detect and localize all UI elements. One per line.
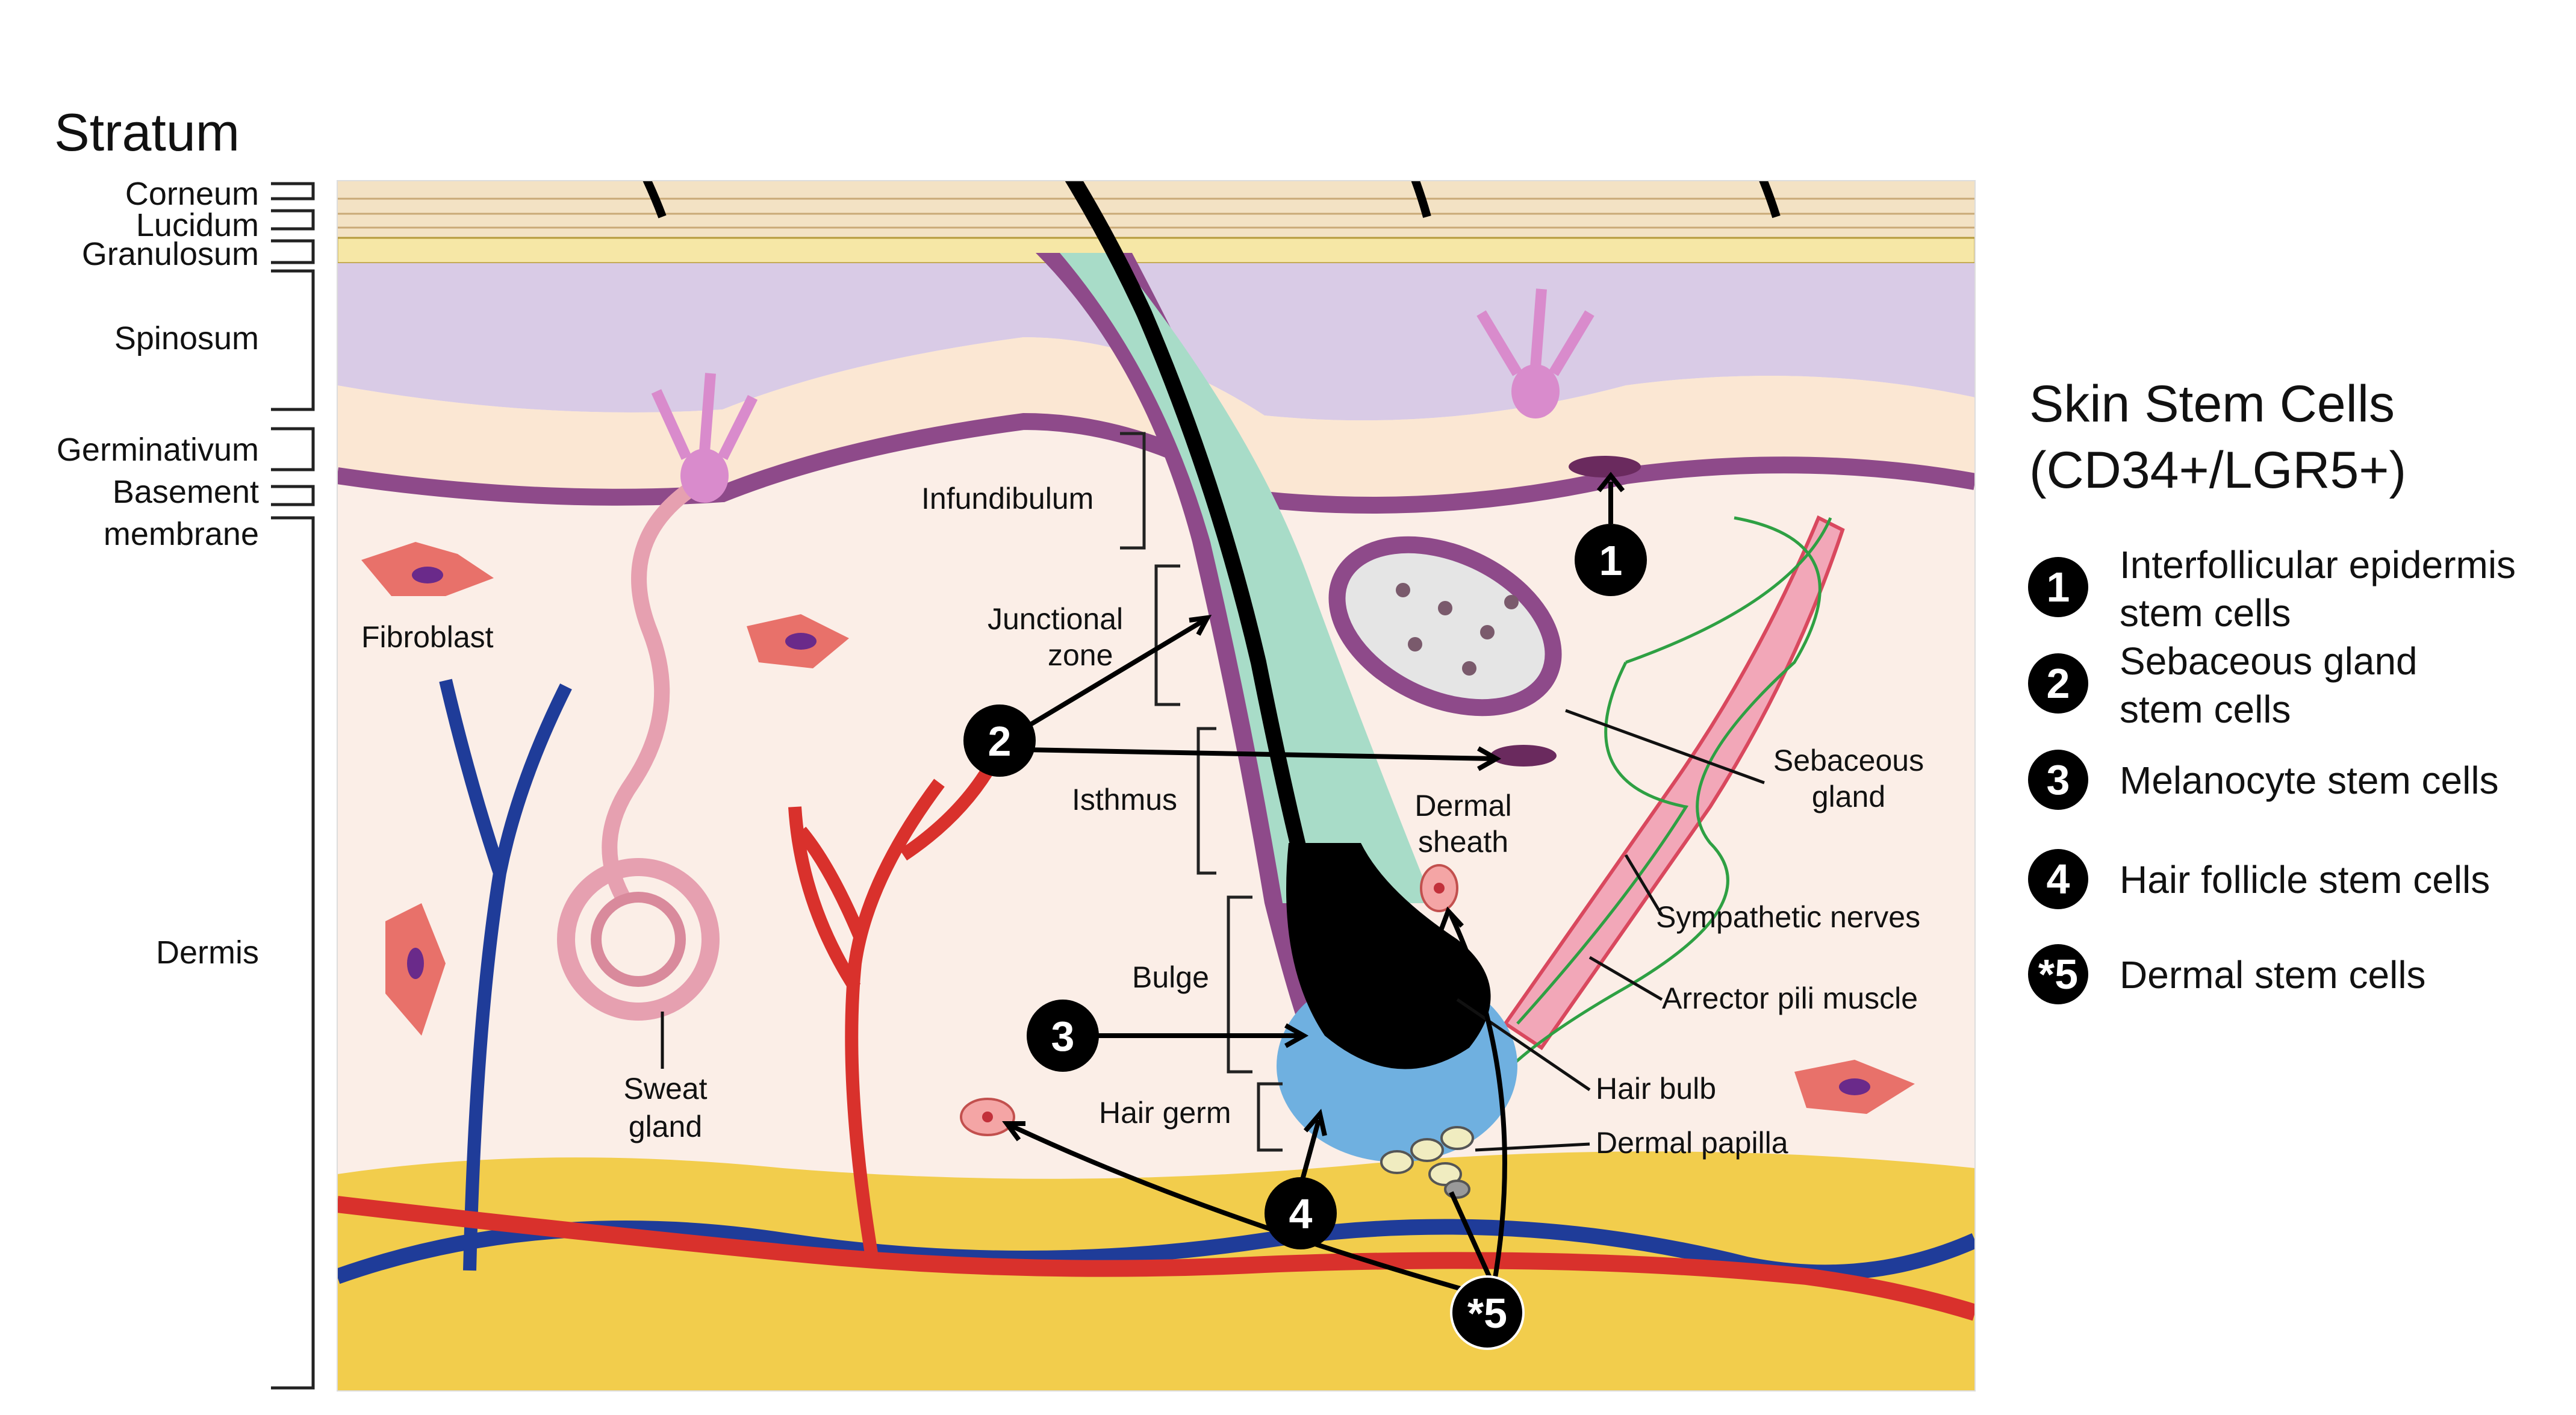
layer-label-germinativum: Germinativum: [57, 432, 259, 468]
melanocyte-left: [651, 373, 758, 503]
svg-text:*5: *5: [2038, 951, 2078, 998]
label-arrector-pili: Arrector pili muscle: [1662, 981, 1918, 1015]
sympathetic-nerve: [1504, 516, 1822, 1073]
legend: Skin Stem Cells (CD34+/LGR5+) 1 Interfol…: [2028, 375, 2516, 1004]
label-junctional-zone-1: Junctional: [988, 602, 1123, 636]
badge-5: *5: [1450, 1275, 1525, 1350]
sweat-gland-duct: [602, 481, 697, 907]
svg-text:1: 1: [2047, 564, 2070, 611]
layer-label-granulosum: Granulosum: [82, 236, 259, 272]
bracket-junctional-zone: [1154, 564, 1180, 706]
legend-title-line2: (CD34+/LGR5+): [2029, 441, 2406, 499]
svg-text:Melanocyte stem cells: Melanocyte stem cells: [2120, 759, 2499, 802]
svg-text:3: 3: [2047, 756, 2070, 803]
svg-text:4: 4: [1289, 1190, 1313, 1237]
artery-vessel: [337, 1196, 1975, 1321]
badge-2: 2: [963, 704, 1036, 777]
svg-text:2: 2: [2047, 660, 2070, 707]
sebaceous-gland: [1328, 536, 1562, 717]
svg-text:4: 4: [2047, 856, 2070, 903]
legend-item-2: 2 Sebaceous gland stem cells: [2028, 639, 2418, 731]
stratum-granulosum-band: [337, 237, 1975, 264]
label-dermal-papilla: Dermal papilla: [1596, 1126, 1788, 1160]
dermal-papilla-cells: [1380, 1126, 1474, 1199]
pointer-arrows: [1002, 471, 1625, 1297]
label-sebaceous-gland-1: Sebaceous: [1773, 744, 1924, 777]
legend-item-5: *5 Dermal stem cells: [2028, 944, 2426, 1004]
svg-text:*5: *5: [1467, 1290, 1507, 1337]
svg-text:Dermal stem cells: Dermal stem cells: [2120, 953, 2426, 997]
melanocyte-right: [1476, 288, 1594, 418]
label-hair-germ: Hair germ: [1099, 1096, 1231, 1130]
svg-text:2: 2: [988, 718, 1012, 765]
layer-label-spinosum: Spinosum: [114, 320, 259, 356]
svg-text:Hair follicle stem cells: Hair follicle stem cells: [2120, 858, 2490, 901]
sebaceous-stem-cell: [1490, 745, 1557, 767]
label-sympathetic-nerves: Sympathetic nerves: [1656, 900, 1920, 934]
label-dermal-sheath-2: sheath: [1418, 825, 1508, 859]
svg-text:Sebaceous gland: Sebaceous gland: [2120, 639, 2418, 683]
svg-text:stem cells: stem cells: [2120, 688, 2291, 731]
bracket-infundibulum: [1120, 432, 1146, 550]
legend-title-line1: Skin Stem Cells: [2029, 375, 2395, 433]
label-infundibulum: Infundibulum: [921, 482, 1094, 515]
label-junctional-zone-2: zone: [1048, 638, 1113, 672]
stratum-corneum-band: [337, 181, 1975, 238]
follicle-hair-shaft: [1065, 181, 1321, 906]
vein-branch: [439, 679, 572, 1271]
stratum-header: Stratum: [54, 102, 240, 162]
legend-item-3: 3 Melanocyte stem cells: [2028, 750, 2499, 810]
hair-shaft-left: [642, 181, 667, 219]
layer-label-lucidum: Lucidum: [136, 207, 259, 243]
hair-bulb: [1286, 843, 1491, 1069]
badge-4: 4: [1265, 1177, 1337, 1249]
svg-text:Interfollicular epidermis: Interfollicular epidermis: [2120, 543, 2516, 586]
label-hair-bulb: Hair bulb: [1596, 1072, 1716, 1106]
layer-label-corneum: Corneum: [125, 176, 259, 212]
svg-text:3: 3: [1051, 1013, 1075, 1060]
layer-label-basement-1: Basement: [113, 474, 259, 510]
artery-branch: [788, 767, 994, 1266]
svg-text:stem cells: stem cells: [2120, 591, 2291, 635]
label-bulge: Bulge: [1132, 960, 1209, 994]
badge-1: 1: [1575, 524, 1647, 596]
label-isthmus: Isthmus: [1072, 783, 1177, 816]
label-sweat-gland-1: Sweat: [624, 1072, 708, 1106]
layer-label-dermis: Dermis: [156, 935, 259, 971]
label-dermal-sheath-1: Dermal: [1414, 789, 1511, 823]
legend-item-1: 1 Interfollicular epidermis stem cells: [2028, 543, 2516, 635]
label-fibroblast: Fibroblast: [361, 620, 494, 654]
svg-text:1: 1: [1599, 537, 1623, 584]
arrector-pili-muscle: [1502, 515, 1845, 1051]
interfollicular-stem-cell: [1569, 456, 1641, 477]
bracket-bulge: [1227, 895, 1252, 1074]
label-sebaceous-gland-2: gland: [1812, 780, 1885, 813]
label-sweat-gland-2: gland: [629, 1110, 702, 1143]
bracket-hair-germ: [1257, 1082, 1283, 1152]
hair-shaft-right: [1758, 181, 1781, 219]
bracket-isthmus: [1196, 727, 1216, 875]
layer-brackets: [271, 182, 315, 1390]
layer-label-basement-2: membrane: [104, 516, 259, 552]
badge-3: 3: [1027, 1000, 1099, 1072]
hair-shaft-mid: [1411, 181, 1431, 218]
sweat-gland-coil: [557, 858, 720, 1021]
outer-root-sheath: [1060, 253, 1433, 903]
basement-membrane: [337, 412, 1975, 514]
legend-item-4: 4 Hair follicle stem cells: [2028, 849, 2490, 909]
